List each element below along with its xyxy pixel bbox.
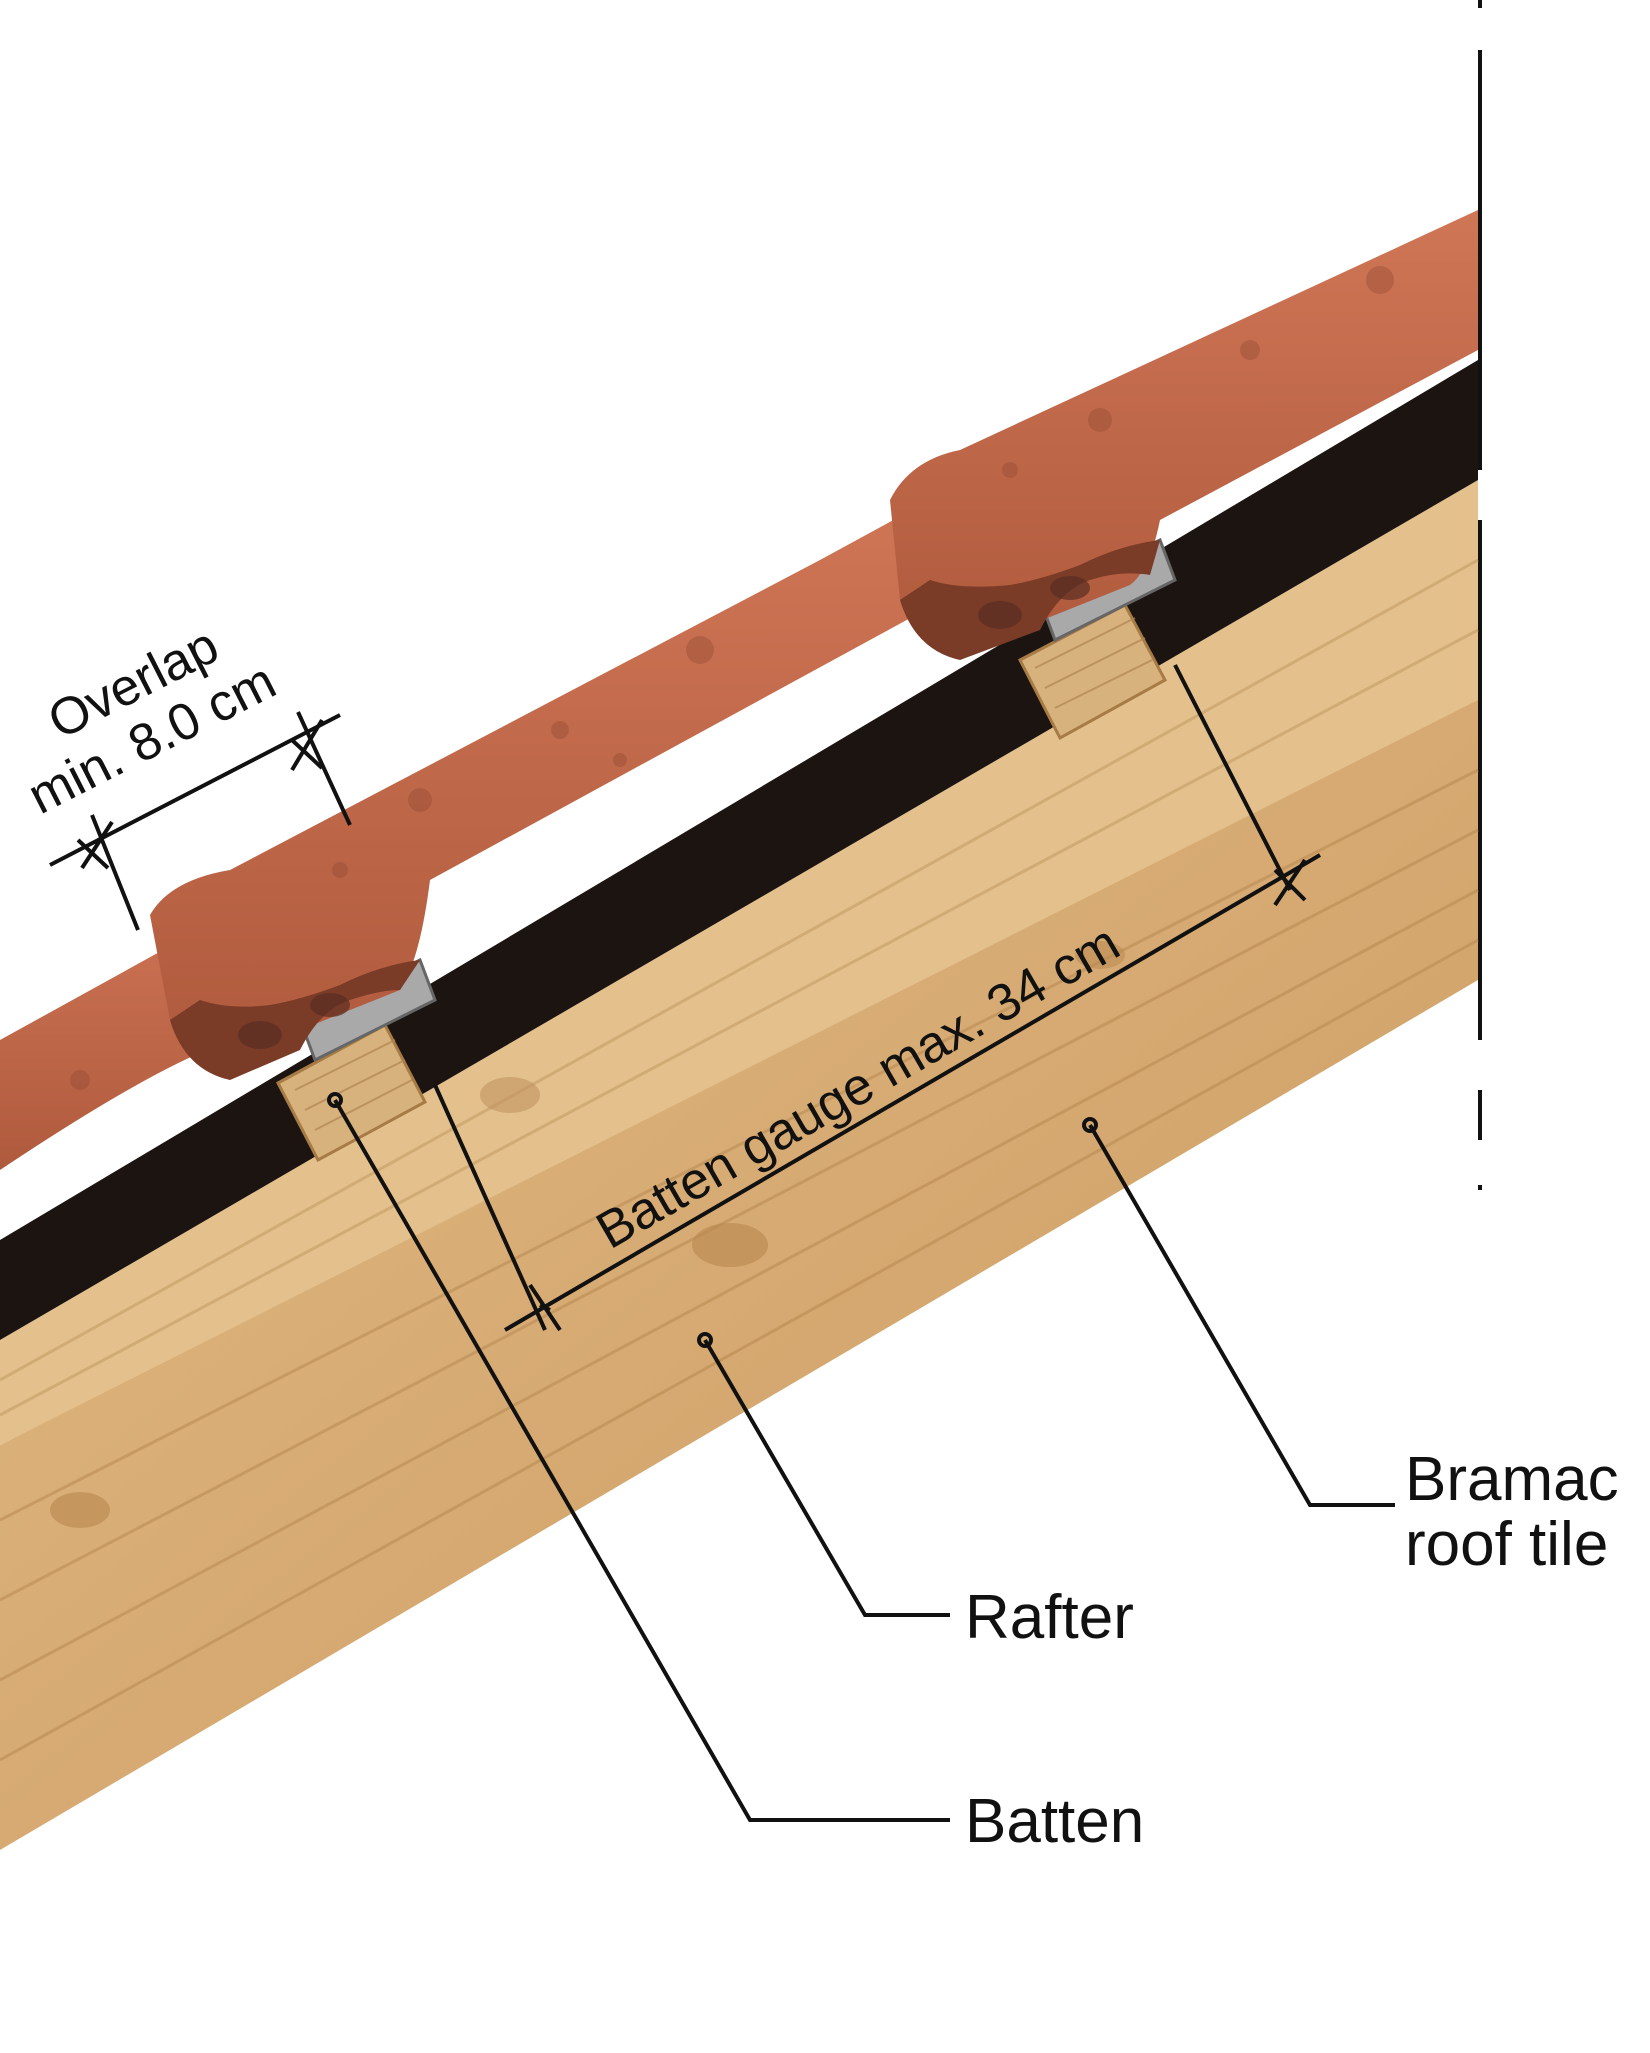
roof-tile-label-line2: roof tile (1405, 1510, 1608, 1579)
batten-gauge-dimension (433, 664, 1322, 1332)
counter-batten (0, 480, 1479, 1445)
roof-tile-label-line1: Bramac (1405, 1445, 1619, 1514)
tile-texture (70, 266, 1394, 1090)
roof-tile-middle (150, 495, 1000, 1080)
overlap-dimension (49, 711, 352, 931)
batten-label: Batten (965, 1787, 1144, 1856)
leader-rafter (697, 1332, 950, 1617)
rafter-label: Rafter (965, 1583, 1134, 1652)
leader-roof-tile (1082, 1117, 1395, 1507)
leader-batten (327, 1092, 950, 1822)
roof-tile-upper (890, 210, 1478, 660)
